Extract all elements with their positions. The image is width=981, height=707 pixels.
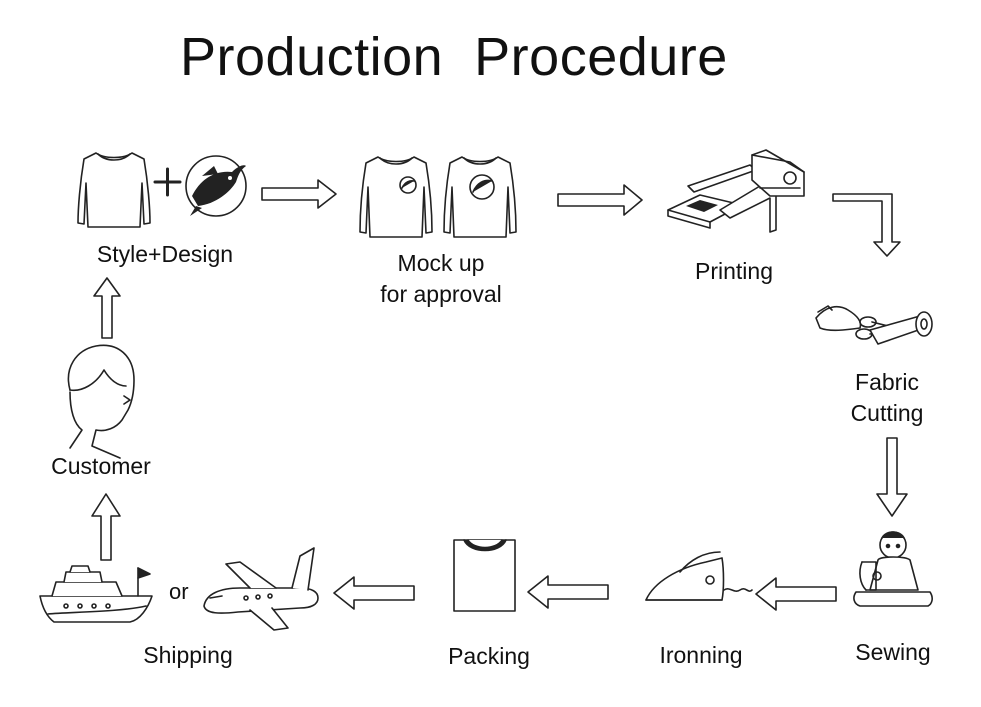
step-fabric-cutting: Fabric Cutting <box>851 367 924 429</box>
step-mock-up: Mock up for approval <box>380 248 501 310</box>
or-label: or <box>169 579 189 604</box>
arrow-down-icon <box>877 438 907 516</box>
plus-icon <box>155 169 180 195</box>
fabric-cutting-line-2: Cutting <box>850 400 924 426</box>
step-customer: Customer <box>51 453 151 479</box>
customer-head-icon <box>68 345 134 458</box>
sewing-machine-icon <box>854 532 932 606</box>
diagram-title: Production Procedure <box>180 27 728 87</box>
arrow-right-icon <box>558 185 642 215</box>
step-ironning: Ironning <box>659 642 743 668</box>
step-shipping: Shipping <box>143 642 233 668</box>
arrow-up-icon <box>94 278 120 338</box>
folded-shirt-icon <box>454 540 515 611</box>
step-printing: Printing <box>695 258 773 284</box>
arrow-left-icon <box>756 578 836 610</box>
mock-up-line-2: for approval <box>380 281 502 307</box>
iron-icon <box>646 552 752 600</box>
airplane-icon <box>204 548 318 630</box>
mock-up-line-1: Mock up <box>397 250 485 276</box>
mockup-shirt-1-icon <box>360 157 432 237</box>
fabric-cutting-icon <box>816 306 932 344</box>
arrow-left-icon <box>334 577 414 609</box>
step-sewing: Sewing <box>855 639 931 665</box>
arrow-down-icon <box>833 194 900 256</box>
arrow-up-icon <box>92 494 120 560</box>
marlin-logo-icon <box>186 156 246 216</box>
printing-machine-icon <box>668 150 804 232</box>
step-style-design: Style+Design <box>96 241 234 267</box>
longsleeve-shirt-icon <box>78 153 150 227</box>
arrow-right-icon <box>262 180 336 208</box>
ship-icon <box>40 566 152 622</box>
mockup-shirt-2-icon <box>444 157 516 237</box>
step-packing: Packing <box>448 643 530 669</box>
fabric-cutting-line-1: Fabric <box>855 369 919 395</box>
arrow-left-icon <box>528 576 608 608</box>
